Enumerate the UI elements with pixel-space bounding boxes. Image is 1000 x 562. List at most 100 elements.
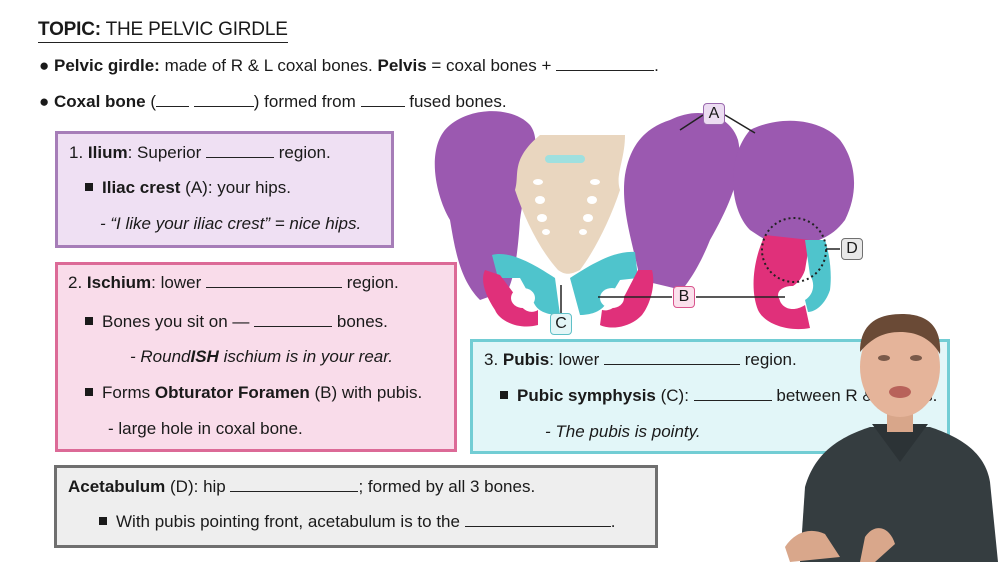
lateral-ilium-shape xyxy=(733,120,855,249)
acetabulum-box: Acetabulum (D): hip ; formed by all 3 bo… xyxy=(54,465,658,548)
square-bullet-icon xyxy=(99,517,107,525)
instructor-mouth xyxy=(889,386,911,398)
dash: - xyxy=(545,422,556,441)
item-number: 1. xyxy=(69,143,84,162)
left-pubis-shape xyxy=(492,254,560,315)
text: : lower xyxy=(151,273,206,292)
fill-blank[interactable] xyxy=(464,512,611,527)
fill-blank[interactable] xyxy=(254,312,333,327)
text: ischium is in your rear. xyxy=(218,347,393,366)
fill-blank[interactable] xyxy=(693,386,772,401)
bullet-text: ) formed from xyxy=(253,92,361,111)
topic-text: THE PELVIC GIRDLE xyxy=(105,19,288,40)
ischium-sub2: Forms Obturator Foramen (B) with pubis. xyxy=(85,383,422,403)
diagram-label-b: B xyxy=(673,286,695,308)
acetabulum-heading: Acetabulum (D): hip ; formed by all 3 bo… xyxy=(68,477,535,497)
bullet-dot-icon: ● xyxy=(39,92,50,111)
text: bones. xyxy=(332,312,388,331)
pubis-heading: 3. Pubis: lower region. xyxy=(484,350,797,370)
text: region. xyxy=(341,273,399,292)
square-bullet-icon xyxy=(85,183,93,191)
fill-blank[interactable] xyxy=(360,92,405,107)
ilium-heading: 1. Ilium: Superior region. xyxy=(69,143,331,163)
fill-blank[interactable] xyxy=(206,143,275,158)
fill-blank[interactable] xyxy=(556,56,655,71)
term: Ischium xyxy=(86,273,152,292)
instructor-collar xyxy=(872,424,928,462)
pubis-note: - The pubis is pointy. xyxy=(545,422,701,442)
text: (A): your hips. xyxy=(180,178,291,197)
bullet-bold: Pelvis xyxy=(377,56,427,75)
bullet-text: ( xyxy=(145,92,157,111)
lateral-pubis-shape xyxy=(805,240,831,312)
acetabulum-dotted-circle xyxy=(761,217,827,283)
square-bullet-icon xyxy=(85,317,93,325)
fill-blank[interactable] xyxy=(156,92,190,107)
square-bullet-icon xyxy=(85,388,93,396)
ilium-box: 1. Ilium: Superior region. Iliac crest (… xyxy=(55,131,394,248)
bullet-text: = coxal bones + xyxy=(426,56,557,75)
left-ischium-shape xyxy=(483,270,538,327)
text: region. xyxy=(740,350,797,369)
instructor-hair xyxy=(860,314,941,354)
text: (C): xyxy=(655,386,694,405)
item-number: 3. xyxy=(484,350,499,369)
topic-title: TOPIC: THE PELVIC GIRDLE xyxy=(38,19,288,43)
fill-blank[interactable] xyxy=(205,273,342,288)
fill-blank[interactable] xyxy=(193,92,254,107)
term: Iliac crest xyxy=(102,178,181,197)
bullet-text: made of R & L coxal bones. xyxy=(159,56,378,75)
instructor-hands xyxy=(785,528,895,562)
fill-blank[interactable] xyxy=(604,350,741,365)
fill-blank[interactable] xyxy=(230,477,359,492)
dash: - xyxy=(130,347,141,366)
bullet-coxal-bone: ● Coxal bone ( ) formed from fused bones… xyxy=(39,91,507,113)
term: Acetabulum xyxy=(68,477,166,496)
sacral-foramina xyxy=(533,179,600,235)
ilium-note: - “I like your iliac crest” = nice hips. xyxy=(100,214,362,233)
sacrum-shape xyxy=(515,135,625,274)
right-ilium-shape xyxy=(623,112,740,290)
text: (B) with pubis. xyxy=(309,383,423,402)
lateral-ischium-shape xyxy=(753,235,810,330)
text: : lower xyxy=(549,350,605,369)
ischium-box: 2. Ischium: lower region. Bones you sit … xyxy=(55,262,457,452)
ilium-sub: Iliac crest (A): your hips. xyxy=(85,178,291,198)
diagram-label-a: A xyxy=(703,103,725,125)
text: Forms xyxy=(102,383,155,402)
text: : Superior xyxy=(127,143,207,162)
topic-label: TOPIC: xyxy=(38,19,101,40)
pelvis-diagram xyxy=(434,111,855,330)
term: Pubic symphysis xyxy=(517,386,656,405)
ischium-heading: 2. Ischium: lower region. xyxy=(68,273,399,293)
instructor-shirt xyxy=(800,427,998,562)
right-obturator-foramen xyxy=(600,288,624,308)
item-number: 2. xyxy=(68,273,83,292)
ischium-sub1: Bones you sit on — bones. xyxy=(85,312,388,332)
bullet-dot-icon: ● xyxy=(39,56,50,75)
square-bullet-icon xyxy=(500,391,508,399)
text: ; formed by all 3 bones. xyxy=(358,477,536,496)
text: The pubis is pointy. xyxy=(555,422,701,441)
instructor-video xyxy=(785,314,998,562)
bullet-text: . xyxy=(654,56,659,75)
bullet-bold: Coxal bone xyxy=(54,92,146,111)
bullet-text: fused bones. xyxy=(404,92,507,111)
text: Bones you sit on — xyxy=(102,312,255,331)
acetabulum-sub: With pubis pointing front, acetabulum is… xyxy=(99,512,615,532)
right-ischium-shape xyxy=(600,270,654,328)
text: . xyxy=(610,512,616,531)
term: Obturator Foramen xyxy=(154,383,310,402)
emphasis: ISH xyxy=(190,347,219,366)
text: (D): hip xyxy=(165,477,231,496)
left-obturator-foramen xyxy=(511,288,535,308)
ischium-note2: - large hole in coxal bone. xyxy=(108,419,303,438)
text: With pubis pointing front, acetabulum is… xyxy=(116,512,465,531)
bullet-bold: Pelvic girdle: xyxy=(54,56,160,75)
left-ilium-shape xyxy=(434,111,536,301)
diagram-label-d: D xyxy=(841,238,863,260)
diagram-label-c: C xyxy=(550,313,572,335)
instructor-face xyxy=(860,317,940,417)
text: Round xyxy=(140,347,191,366)
term: Ilium xyxy=(87,143,128,162)
